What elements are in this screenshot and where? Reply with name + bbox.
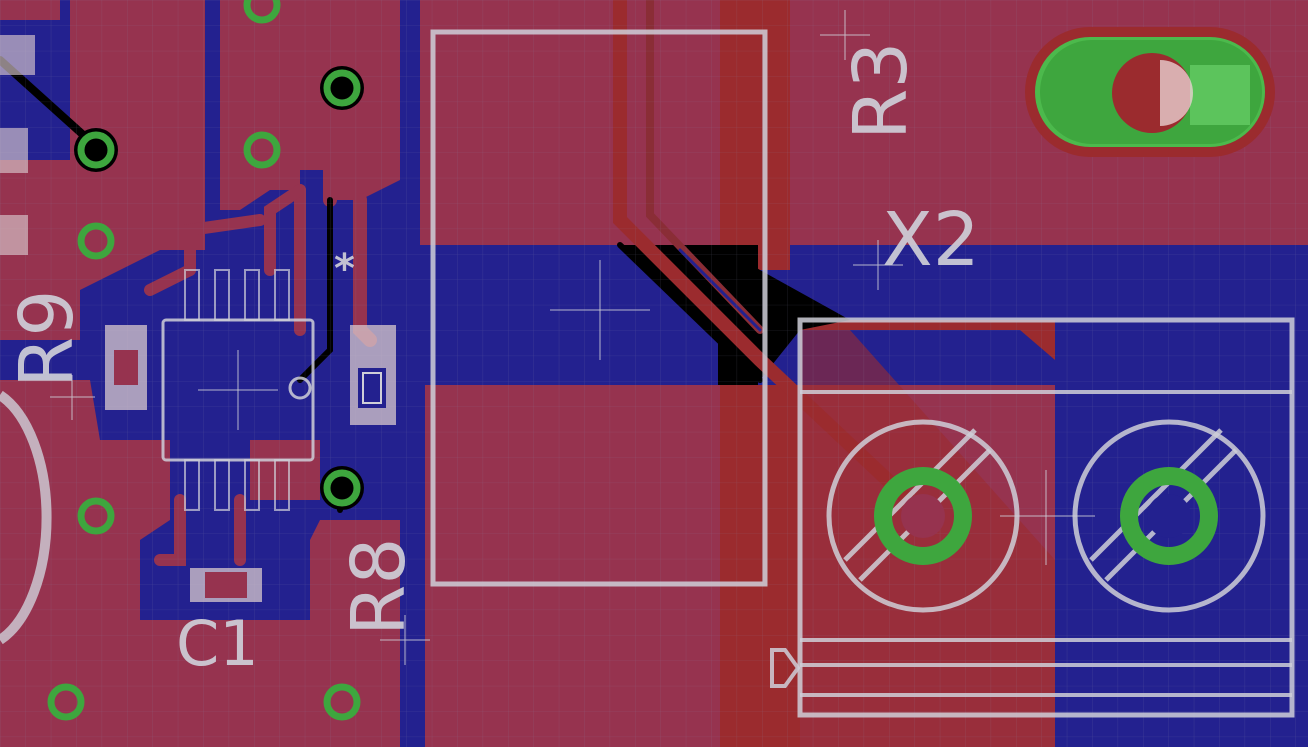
via-icon [77, 131, 115, 169]
via-icon [243, 131, 281, 169]
round-component-edge [0, 390, 52, 645]
smd-pads[interactable] [0, 35, 396, 602]
ic-package[interactable] [161, 269, 315, 511]
via-icon [47, 683, 85, 721]
label-r3: R3 [838, 42, 924, 141]
large-component-outline[interactable] [430, 29, 768, 587]
terminal-block-x2[interactable] [770, 317, 1295, 718]
vias[interactable] [47, 0, 364, 721]
via-icon [243, 0, 281, 24]
origin-cross-icon [50, 10, 903, 665]
via-icon [77, 222, 115, 260]
label-c1: C1 [176, 607, 259, 680]
terminal-pad-1[interactable] [874, 467, 972, 565]
via-icon [323, 469, 361, 507]
via-icon [77, 497, 115, 535]
polarity-marker-icon [770, 648, 801, 688]
via-icon [323, 69, 361, 107]
label-r8: R8 [336, 538, 422, 637]
silkscreen-layer [0, 10, 1295, 718]
label-x2: X2 [882, 197, 980, 283]
slotted-pad[interactable] [1025, 27, 1275, 157]
via-icon [323, 683, 361, 721]
terminal-pad-2[interactable] [1120, 467, 1218, 565]
label-r9: R9 [4, 290, 90, 389]
pin1-marker: * [334, 246, 355, 292]
